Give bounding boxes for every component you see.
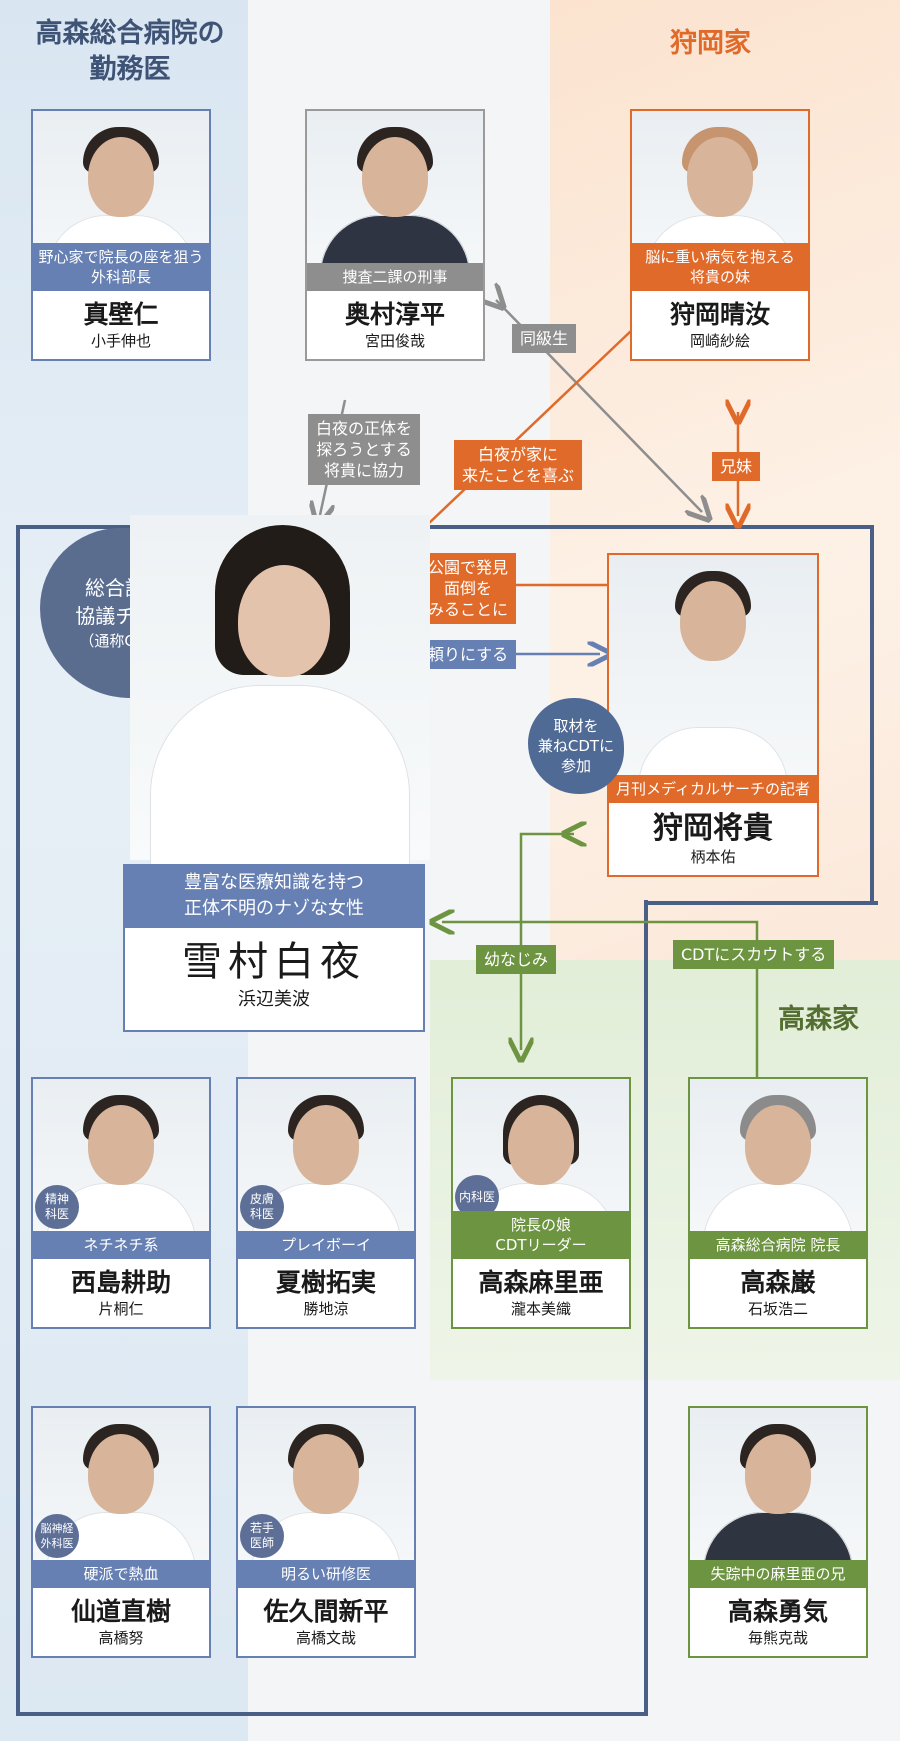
yuki-photo: 失踪中の麻里亜の兄: [690, 1408, 866, 1588]
scout-label: CDTにスカウトする: [673, 940, 835, 969]
masaki-name: 狩岡将貴: [653, 811, 773, 846]
sakuma-specialty-badge: 若手 医師: [240, 1514, 284, 1558]
cdt-team-frame-bottom: [16, 900, 648, 1716]
rely-label: 頼りにする: [420, 640, 517, 669]
haruna-happy-label: 白夜が家に 来たことを喜ぶ: [454, 440, 583, 490]
siblings-label: 兄妹: [712, 452, 761, 481]
card-nishijima: 精神 科医 ネチネチ系 西島耕助 片桐仁: [31, 1077, 211, 1329]
byakuya-actor: 浜辺美波: [238, 989, 310, 1010]
sakuma-name: 佐久間新平: [263, 1597, 389, 1626]
interview-badge: 取材を 兼ねCDTに 参加: [528, 698, 624, 794]
natsuki-role: プレイボーイ: [238, 1231, 414, 1259]
makabe-role: 野心家で院長の座を狙う 外科部長: [33, 243, 209, 291]
makabe-name: 真壁仁: [83, 300, 159, 329]
natsuki-actor: 勝地涼: [303, 1300, 349, 1318]
card-sakuma: 若手 医師 明るい研修医 佐久間新平 高橋文哉: [236, 1406, 416, 1658]
card-makabe: 野心家で院長の座を狙う 外科部長 真壁仁 小手伸也: [31, 109, 211, 361]
byakuya-name: 雪村白夜: [182, 939, 366, 985]
sendo-actor: 高橋努: [98, 1629, 144, 1647]
natsuki-photo: 皮膚 科医 プレイボーイ: [238, 1079, 414, 1259]
card-yuki: 失踪中の麻里亜の兄 高森勇気 毎熊克哉: [688, 1406, 868, 1658]
cdt-team-frame-top: [16, 525, 874, 905]
sendo-name: 仙道直樹: [70, 1597, 171, 1626]
mariya-name: 高森麻里亜: [478, 1268, 604, 1297]
okumura-actor: 宮田俊哉: [364, 332, 425, 350]
sendo-photo: 脳神経 外科医 硬派で熱血: [33, 1408, 209, 1588]
sendo-role: 硬派で熱血: [33, 1560, 209, 1588]
card-natsuki: 皮膚 科医 プレイボーイ 夏樹拓実 勝地涼: [236, 1077, 416, 1329]
scout-arrow: [442, 922, 759, 1078]
yuki-role: 失踪中の麻里亜の兄: [690, 1560, 866, 1588]
cdt-team-frame-step: [644, 901, 878, 905]
karioka-group-title: 狩岡家: [670, 28, 751, 59]
masaki-photo: 月刊メディカルサーチの記者: [609, 555, 817, 803]
byakuya-photo: [130, 515, 430, 865]
haruna-actor: 岡崎紗絵: [689, 332, 750, 350]
sakuma-actor: 高橋文哉: [295, 1629, 356, 1647]
masaki-actor: 柄本佑: [690, 848, 736, 866]
natsuki-name: 夏樹拓実: [275, 1268, 376, 1297]
okumura-photo: 捜査二課の刑事: [307, 111, 483, 291]
masaki-role: 月刊メディカルサーチの記者: [609, 775, 817, 803]
mariya-role: 院長の娘 CDTリーダー: [453, 1211, 629, 1259]
iwao-photo: 高森総合病院 院長: [690, 1079, 866, 1259]
makabe-photo: 野心家で院長の座を狙う 外科部長: [33, 111, 209, 291]
card-mariya: 内科医 院長の娘 CDTリーダー 高森麻里亜 瀧本美織: [451, 1077, 631, 1329]
mariya-actor: 瀧本美織: [510, 1300, 571, 1318]
iwao-actor: 石坂浩二: [747, 1300, 808, 1318]
okumura-help-label: 白夜の正体を 探ろうとする 将貴に協力: [308, 414, 421, 485]
hospital-group-title: 高森総合病院の 勤務医: [35, 18, 225, 85]
card-iwao: 高森総合病院 院長 高森巌 石坂浩二: [688, 1077, 868, 1329]
byakuya-name-card: 雪村白夜 浜辺美波: [123, 928, 425, 1032]
iwao-role: 高森総合病院 院長: [690, 1231, 866, 1259]
mariya-photo: 内科医 院長の娘 CDTリーダー: [453, 1079, 629, 1259]
byakuya-role: 豊富な医療知識を持つ 正体不明のナゾな女性: [123, 864, 425, 928]
card-okumura: 捜査二課の刑事 奥村淳平 宮田俊哉: [305, 109, 485, 361]
nishijima-role: ネチネチ系: [33, 1231, 209, 1259]
card-sendo: 脳神経 外科医 硬派で熱血 仙道直樹 高橋努: [31, 1406, 211, 1658]
yuki-name: 高森勇気: [727, 1597, 828, 1626]
okumura-name: 奥村淳平: [344, 300, 445, 329]
sakuma-photo: 若手 医師 明るい研修医: [238, 1408, 414, 1588]
sendo-specialty-badge: 脳神経 外科医: [35, 1514, 79, 1558]
nishijima-actor: 片桐仁: [98, 1300, 144, 1318]
iwao-name: 高森巌: [740, 1268, 816, 1297]
haruna-name: 狩岡晴汝: [669, 300, 770, 329]
park-found-label: 公園で発見 面倒を みることに: [420, 553, 517, 624]
okumura-role: 捜査二課の刑事: [307, 263, 483, 291]
haruna-role: 脳に重い病気を抱える 将貴の妹: [632, 243, 808, 291]
card-haruna: 脳に重い病気を抱える 将貴の妹 狩岡晴汝 岡崎紗絵: [630, 109, 810, 361]
childhood-label: 幼なじみ: [476, 945, 557, 974]
makabe-actor: 小手伸也: [90, 332, 151, 350]
yuki-actor: 毎熊克哉: [747, 1629, 808, 1647]
nishijima-photo: 精神 科医 ネチネチ系: [33, 1079, 209, 1259]
takamori-group-title: 高森家: [778, 1004, 859, 1035]
childhood-arrow: [521, 834, 574, 1050]
card-masaki: 月刊メディカルサーチの記者 狩岡将貴 柄本佑: [607, 553, 819, 877]
classmates-label: 同級生: [512, 324, 577, 353]
sakuma-role: 明るい研修医: [238, 1560, 414, 1588]
nishijima-specialty-badge: 精神 科医: [35, 1185, 79, 1229]
natsuki-specialty-badge: 皮膚 科医: [240, 1185, 284, 1229]
nishijima-name: 西島耕助: [70, 1268, 171, 1297]
haruna-photo: 脳に重い病気を抱える 将貴の妹: [632, 111, 808, 291]
